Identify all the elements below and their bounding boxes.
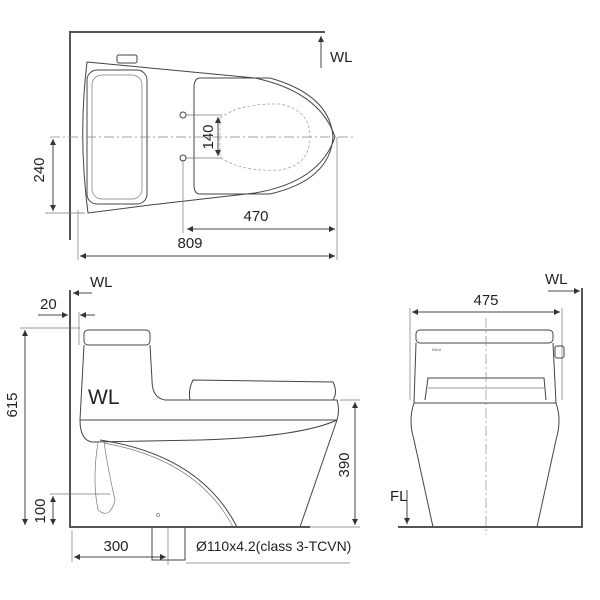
- drain-pipe: [151, 527, 186, 561]
- dim-809: 809: [177, 235, 202, 252]
- seat-front: [424, 377, 547, 401]
- body-wl-label: WL: [88, 386, 120, 409]
- dim-20: 20: [40, 296, 57, 313]
- top-view: WL 140 240 470 809: [31, 31, 355, 260]
- seat-lid-top: [193, 77, 334, 195]
- dim-615: 615: [4, 392, 21, 417]
- dim-240: 240: [31, 157, 48, 182]
- wall-line: [69, 31, 325, 240]
- flush-button: [116, 54, 138, 64]
- tank-lid: [83, 329, 151, 346]
- drain-spec: Ø110x4.2(class 3-TCVN): [196, 538, 351, 554]
- dim-300: 300: [103, 538, 128, 555]
- tank-lid: [415, 329, 554, 344]
- dim-100: 100: [32, 498, 49, 523]
- dim-470: 470: [243, 208, 268, 225]
- side-view: WL 20 615 WL 390 100 300 Ø110x4.2(class …: [4, 274, 360, 565]
- tank-body: [79, 344, 339, 443]
- hinge-bolt: [179, 111, 187, 119]
- bowl-front: [410, 402, 560, 528]
- tank-body: [413, 342, 557, 404]
- brand-logo: INAX: [432, 347, 442, 352]
- dim-140: 140: [200, 124, 217, 149]
- dim-475: 475: [473, 292, 498, 309]
- wall-label: WL: [545, 271, 568, 288]
- wall-floor-line: [398, 288, 583, 528]
- wall-label: WL: [330, 49, 353, 66]
- bowl-front: [299, 419, 338, 528]
- seat-lid-side: [188, 379, 336, 401]
- floor-label: FL: [390, 488, 408, 505]
- wall-label: WL: [90, 274, 113, 291]
- supply-hose: [94, 441, 116, 514]
- flush-lever: [554, 345, 565, 359]
- front-view: WL 475 INAX FL: [390, 271, 583, 535]
- trapway-curve: [99, 439, 238, 528]
- dim-390: 390: [336, 452, 353, 477]
